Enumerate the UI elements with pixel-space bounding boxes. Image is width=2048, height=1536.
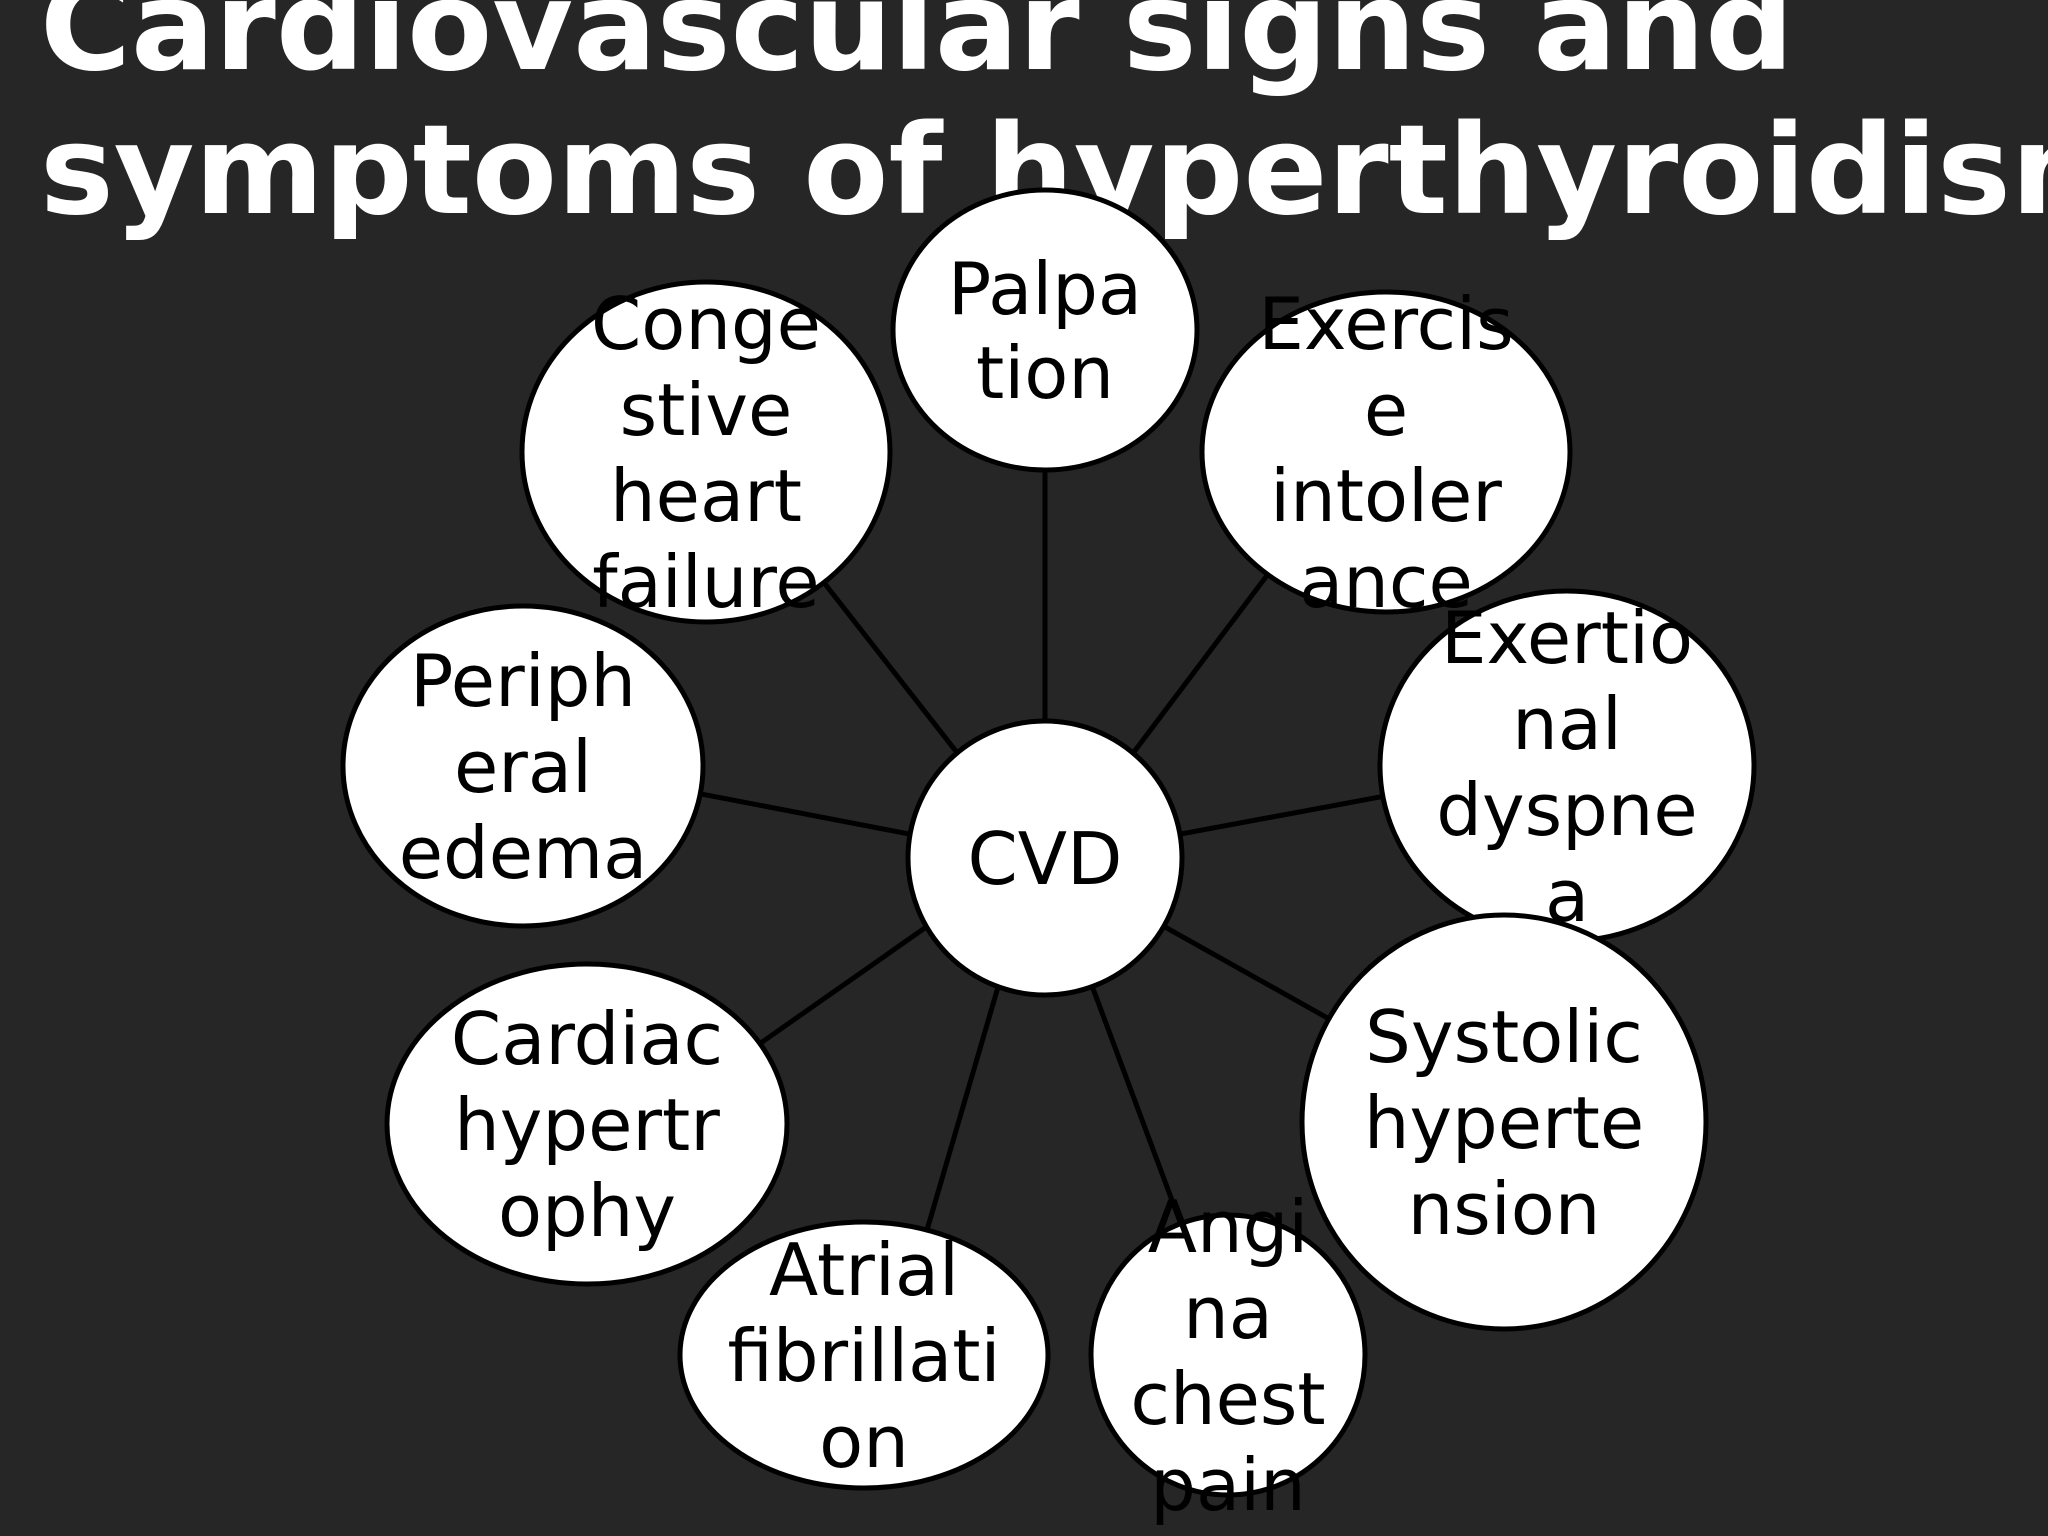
node-exercise-intolerance-shape (1199, 289, 1573, 615)
connector-cardiac-hypertrophy (758, 924, 928, 1046)
node-atrial-fibrillation-label-line: Atrial (769, 1228, 959, 1312)
node-angina-chest-pain-label-line: chest (1130, 1357, 1325, 1441)
connector-exercise-intolerance (1131, 572, 1270, 755)
node-angina-chest-pain-label-line: Angi (1148, 1185, 1309, 1269)
connector-peripheral-edema (699, 791, 911, 837)
connector-layer (699, 470, 1384, 1231)
node-congestive-heart-failure-shape (519, 279, 893, 625)
connector-atrial-fibrillation (924, 985, 1001, 1231)
node-peripheral-edema-label-line: edema (399, 811, 648, 895)
center-node-cvd-label: CVD (968, 817, 1123, 901)
node-cardiac-hypertrophy-label-line: hypertr (454, 1083, 720, 1167)
node-cardiac-hypertrophy-label-line: Cardiac (451, 997, 723, 1081)
center-node-cvd: CVD (905, 718, 1185, 998)
node-peripheral-edema-label-line: eral (454, 725, 592, 809)
node-exercise-intolerance-label-line: Exercis (1258, 282, 1513, 366)
node-atrial-fibrillation-shape (677, 1219, 1051, 1491)
node-congestive-heart-failure-label-line: failure (592, 540, 819, 624)
center-node-cvd-shape (905, 718, 1185, 998)
node-congestive-heart-failure-label-line: heart (610, 454, 802, 538)
node-angina-chest-pain-shape (1088, 1212, 1368, 1498)
node-atrial-fibrillation-label-line: fibrillati (727, 1314, 1000, 1398)
node-exertional-dyspnea-label-line: nal (1512, 682, 1622, 766)
connector-exertional-dyspnea (1179, 793, 1384, 837)
connector-angina-chest-pain (1089, 985, 1184, 1225)
node-atrial-fibrillation-label-line: on (819, 1400, 909, 1484)
center-node-cvd-label-line: CVD (968, 817, 1123, 901)
node-cardiac-hypertrophy-label-line: ophy (498, 1169, 676, 1253)
node-palpation-shape (890, 187, 1200, 473)
node-angina-chest-pain-label-line: pain (1150, 1443, 1305, 1527)
node-exercise-intolerance-label-line: e (1364, 368, 1408, 452)
connector-congestive-heart-failure (821, 580, 960, 755)
node-angina-chest-pain-label-line: na (1183, 1271, 1273, 1355)
node-peripheral-edema-shape (340, 603, 706, 929)
connector-systolic-hypertension (1162, 924, 1331, 1021)
node-exertional-dyspnea-label-line: Exertio (1441, 596, 1693, 680)
node-cardiac-hypertrophy-shape (384, 961, 790, 1287)
node-systolic-hypertension-shape (1299, 912, 1709, 1332)
slide-title: Cardiovascular signs and symptoms of hyp… (40, 0, 2048, 243)
node-systolic-hypertension-label-line: hyperte (1364, 1081, 1644, 1165)
node-exercise-intolerance-label-line: intoler (1270, 454, 1502, 538)
node-palpation-label-line: tion (976, 331, 1114, 415)
node-systolic-hypertension-label-line: nsion (1408, 1167, 1601, 1251)
node-palpation-label-line: Palpa (948, 247, 1142, 331)
node-peripheral-edema-label-line: Periph (410, 639, 636, 723)
slide-title-line-1: Cardiovascular signs and (40, 0, 1794, 99)
node-congestive-heart-failure-label-line: Conge (591, 282, 821, 366)
node-systolic-hypertension-label-line: Systolic (1365, 995, 1643, 1079)
node-congestive-heart-failure-label-line: stive (620, 368, 793, 452)
node-exertional-dyspnea-label-line: dyspne (1436, 768, 1697, 852)
node-exercise-intolerance-label-line: ance (1299, 540, 1473, 624)
